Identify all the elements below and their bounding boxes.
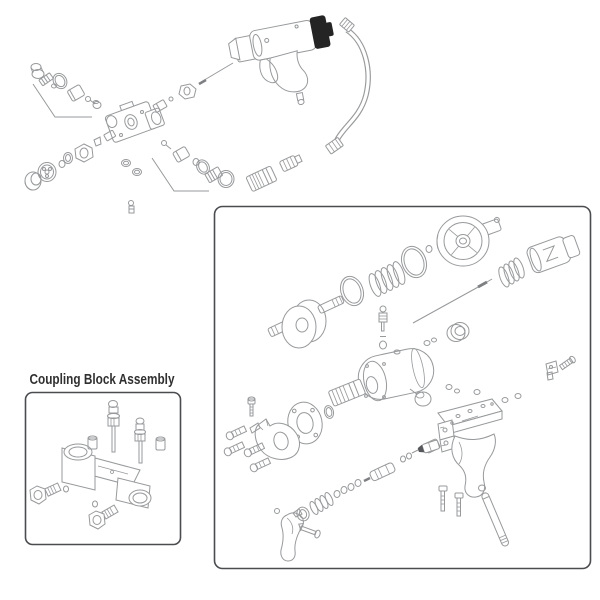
fitting-drawing <box>152 99 168 113</box>
small-spring-drawing <box>309 492 334 515</box>
large-o-ring-drawing <box>339 275 365 307</box>
valve-spool-drawing <box>369 462 396 482</box>
valve-stem-drawing <box>107 400 120 453</box>
knob-drawing <box>409 388 432 407</box>
long-rod-drawing <box>481 492 509 547</box>
leader-line <box>32 83 92 118</box>
small-o-ring-drawing <box>400 455 406 463</box>
long-needle-drawing <box>412 278 493 324</box>
o-ring-row-drawing <box>333 479 362 498</box>
coupling-assembly-title: Coupling Block Assembly <box>30 372 175 388</box>
hex-coupler-drawing <box>74 143 94 163</box>
o-ring-drawing <box>323 405 335 419</box>
coupling-assembly-box <box>24 391 182 546</box>
ring-drawing <box>92 500 98 508</box>
coupler-drawing <box>279 154 303 172</box>
hose-fitting-bottom <box>325 137 344 155</box>
threaded-fitting-drawing <box>328 378 366 407</box>
spacer-cylinder-drawing <box>87 435 98 450</box>
main-exploded-box <box>213 205 592 570</box>
hex-plug-drawing <box>88 504 119 530</box>
needle-drawing <box>198 62 234 86</box>
gun-exploded-parts-view <box>223 215 581 562</box>
trigger-drawing <box>274 508 304 562</box>
handle-screw-drawing <box>438 485 448 512</box>
set-screw-drawing <box>558 355 576 371</box>
coupling-block-exploded-view <box>24 62 235 214</box>
hose-fitting-top <box>339 17 355 33</box>
spring-drawing <box>498 257 525 288</box>
cup-drawing <box>24 171 42 191</box>
o-ring-drawing <box>52 72 68 90</box>
bottom-fitting-drawing <box>128 200 135 214</box>
hose-core <box>335 28 370 141</box>
small-o-ring-drawing <box>406 452 412 460</box>
clip-bracket-drawing <box>545 360 559 381</box>
pin-drawing <box>363 476 371 483</box>
hex-plug-drawing <box>29 482 62 505</box>
leader-line <box>151 157 209 192</box>
coupling-block-body-drawing <box>104 100 165 143</box>
small-o-ring-drawing <box>423 340 431 346</box>
cone-drawing <box>93 136 102 147</box>
end-cap-wheel-drawing <box>436 215 502 267</box>
male-connector-drawing <box>245 165 277 192</box>
trigger-screw-drawing <box>298 522 321 539</box>
o-ring-drawing <box>196 159 210 175</box>
bleed-valve-drawing <box>378 305 388 350</box>
rear-cap <box>309 15 331 49</box>
screw-drawing <box>247 396 256 417</box>
sleeve-drawing <box>172 146 190 163</box>
valve-cartridge-drawing <box>417 439 440 454</box>
spoked-disc-drawing <box>37 162 57 182</box>
spring-drawing <box>368 261 406 297</box>
ball-drawing <box>168 96 174 102</box>
washer-drawing <box>192 158 200 166</box>
rear-stub <box>325 22 334 37</box>
hose-outline <box>334 27 371 142</box>
air-cylinder-drawing <box>357 348 435 402</box>
ring-drawing <box>63 152 73 164</box>
small-o-ring-drawing <box>425 245 433 253</box>
air-hose-with-fittings <box>245 17 371 192</box>
rod-ring-drawing <box>478 484 486 492</box>
bushing-drawing <box>446 322 470 342</box>
small-valve-drawing <box>161 140 172 150</box>
valve-nut-drawing <box>296 506 310 522</box>
handle-screw-drawing <box>454 492 464 517</box>
hex-nut-drawing <box>178 83 197 100</box>
ring-drawing <box>63 485 69 493</box>
fitting-drawing <box>103 129 116 142</box>
z-slot-cylinder-drawing <box>526 234 581 274</box>
screw-set-drawing <box>223 425 272 473</box>
plug-cap-drawing <box>204 166 235 188</box>
washer-drawing <box>58 160 66 168</box>
gun-body-drawing <box>437 398 503 498</box>
sleeve-drawing <box>67 84 85 102</box>
small-o-rings-drawing <box>445 384 522 403</box>
head-bracket-drawing <box>249 418 300 460</box>
coupling-block-assembly-drawing <box>29 400 166 530</box>
valve-plug-drawing <box>30 63 57 89</box>
small-o-ring-drawing <box>431 337 437 343</box>
large-o-ring-drawing <box>400 245 428 279</box>
cap-drawing <box>92 100 102 109</box>
spacer-cylinder-drawing <box>155 436 166 451</box>
rivet-gun-drawing <box>228 15 334 106</box>
washer-pair-drawing <box>121 159 142 176</box>
piston-drawing <box>267 295 345 349</box>
valve-stem-drawing <box>134 417 146 464</box>
